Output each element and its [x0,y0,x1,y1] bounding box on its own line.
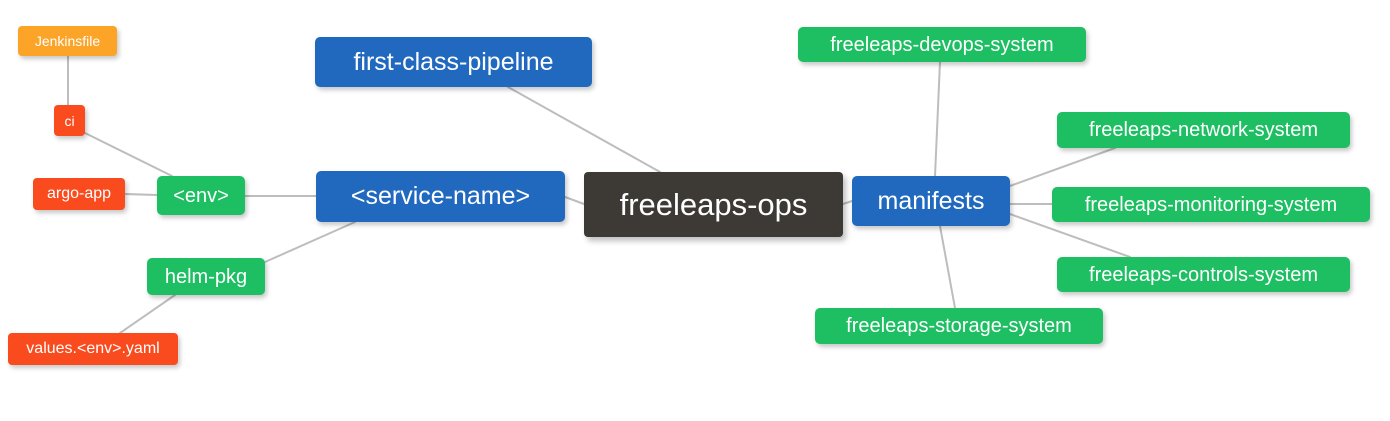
mindmap-node-service-name[interactable]: <service-name> [316,171,565,222]
edge-env-to-ci [84,132,173,177]
mindmap-node-manifests[interactable]: manifests [852,176,1010,226]
edge-manifests-to-freeleaps-storage-system [939,225,956,309]
mindmap-node-jenkinsfile[interactable]: Jenkinsfile [18,26,117,56]
edge-manifests-to-freeleaps-network-system [1009,147,1116,187]
mindmap-node-freeleaps-storage-system[interactable]: freeleaps-storage-system [815,308,1103,344]
mindmap-node-values-env-yaml[interactable]: values.<env>.yaml [8,333,178,365]
mindmap-node-freeleaps-monitoring-system[interactable]: freeleaps-monitoring-system [1052,187,1370,222]
edge-freeleaps-ops-to-service-name [564,196,585,205]
mindmap-node-freeleaps-ops[interactable]: freeleaps-ops [584,172,843,237]
edge-helm-pkg-to-values-env-yaml [119,294,176,334]
mindmap-node-env[interactable]: <env> [157,176,245,215]
edge-manifests-to-freeleaps-devops-system [934,61,941,177]
mindmap-node-freeleaps-devops-system[interactable]: freeleaps-devops-system [798,27,1086,62]
edge-service-name-to-helm-pkg [264,221,356,263]
mindmap-node-helm-pkg[interactable]: helm-pkg [147,258,265,295]
mindmap-node-argo-app[interactable]: argo-app [33,178,125,210]
edge-freeleaps-ops-to-manifests [842,200,853,205]
mindmap-node-ci[interactable]: ci [54,105,85,136]
edge-freeleaps-ops-to-first-class-pipeline [507,86,661,173]
mindmap-node-freeleaps-network-system[interactable]: freeleaps-network-system [1057,112,1350,148]
mindmap-node-first-class-pipeline[interactable]: first-class-pipeline [315,37,592,87]
mindmap-node-freeleaps-controls-system[interactable]: freeleaps-controls-system [1057,257,1350,292]
edge-env-to-argo-app [124,193,158,196]
